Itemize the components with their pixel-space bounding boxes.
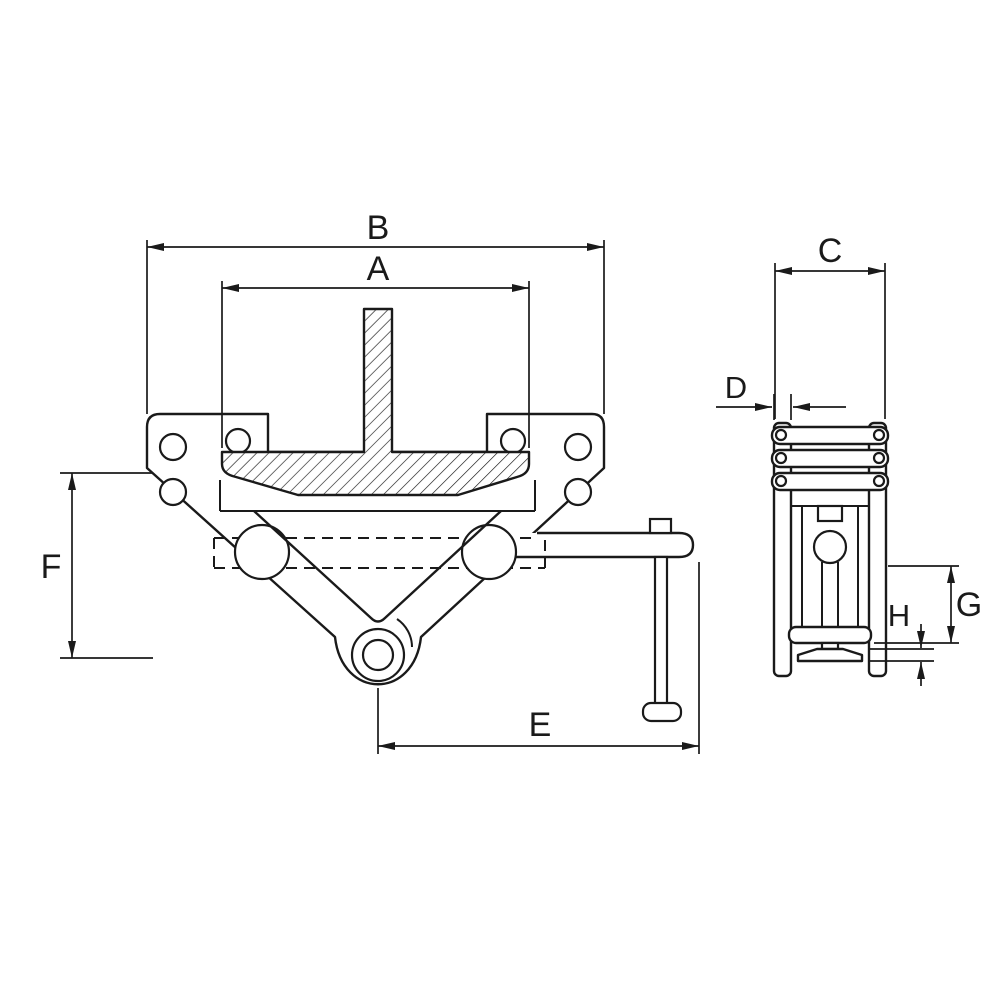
bar-pin-end: [872, 428, 886, 442]
ear-hole: [499, 427, 527, 455]
bar-pin-end: [872, 451, 886, 465]
dimension-g: G: [874, 565, 982, 644]
dim-label-g: G: [956, 586, 982, 624]
jaw-bar: [770, 448, 890, 469]
rail-foot: [796, 647, 864, 663]
bar-pin-end: [774, 451, 788, 465]
v-notch: [253, 510, 502, 623]
dim-label-h: H: [888, 598, 910, 633]
dim-label-d: D: [725, 370, 747, 405]
spindle-housing: [512, 531, 695, 559]
dim-label-f: F: [41, 548, 62, 586]
boss-arc: [396, 618, 413, 648]
front-view: B A F E: [41, 209, 700, 754]
bar-pin-end: [774, 428, 788, 442]
jaw-bar: [770, 425, 890, 446]
side-pin-hole: [812, 529, 848, 565]
dimension-h: H: [868, 598, 934, 686]
left-roller-hole: [233, 523, 291, 581]
screw-nut-tab: [648, 517, 673, 535]
side-view: C D G H: [716, 232, 982, 686]
ear-hole: [563, 432, 593, 462]
ear-hole: [224, 427, 252, 455]
dim-label-e: E: [529, 706, 552, 744]
seat-bar: [787, 625, 873, 645]
nut-block: [816, 504, 844, 523]
ear-hole: [158, 477, 188, 507]
bar-pin-end: [774, 474, 788, 488]
screw-t-handle: [641, 701, 683, 723]
dimension-e: E: [377, 562, 700, 754]
dimension-f: F: [41, 472, 153, 659]
dim-label-a: A: [367, 250, 390, 288]
dimension-d: D: [716, 370, 846, 420]
t-bar-hatched: [220, 307, 531, 497]
dimension-c: C: [774, 232, 886, 419]
jaw-bar: [770, 471, 890, 492]
suspension-pin-inner: [361, 638, 395, 672]
dimension-b: B: [146, 209, 605, 414]
screw-rod: [653, 555, 669, 707]
spindle-housing-fill: [515, 533, 693, 557]
dim-label-b: B: [367, 209, 390, 247]
ear-hole: [158, 432, 188, 462]
dimension-a: A: [221, 250, 530, 448]
right-roller-hole: [460, 523, 518, 581]
dim-label-c: C: [818, 232, 843, 270]
ear-hole: [563, 477, 593, 507]
bar-pin-end: [872, 474, 886, 488]
